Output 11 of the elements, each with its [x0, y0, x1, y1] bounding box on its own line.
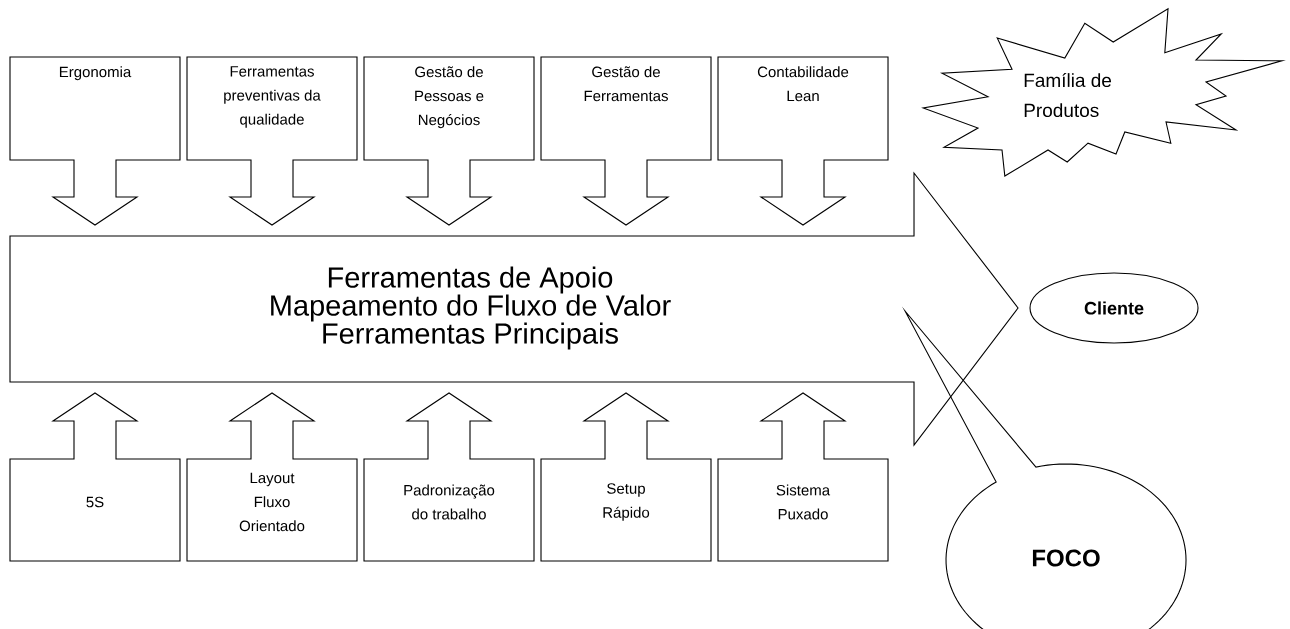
down-arrow-callout: Gestão de Pessoas e Negócios — [363, 56, 535, 226]
down-arrow-callout: Gestão de Ferramentas — [540, 56, 712, 226]
down-arrow-callout: Ergonomia — [9, 56, 181, 226]
up-arrow-callout: Sistema Puxado — [717, 392, 889, 562]
up-arrow-callout: Layout Fluxo Orientado — [186, 392, 358, 562]
down-arrow-callout: Ferramentas preventivas da qualidade — [186, 56, 358, 226]
up-arrow-callout: Setup Rápido — [540, 392, 712, 562]
up-arrow-callout: Padronização do trabalho — [363, 392, 535, 562]
starburst: Família de Produtos — [921, 7, 1286, 177]
down-arrow-callout: Contabilidade Lean — [717, 56, 889, 226]
up-arrow-callout: 5S — [9, 392, 181, 562]
